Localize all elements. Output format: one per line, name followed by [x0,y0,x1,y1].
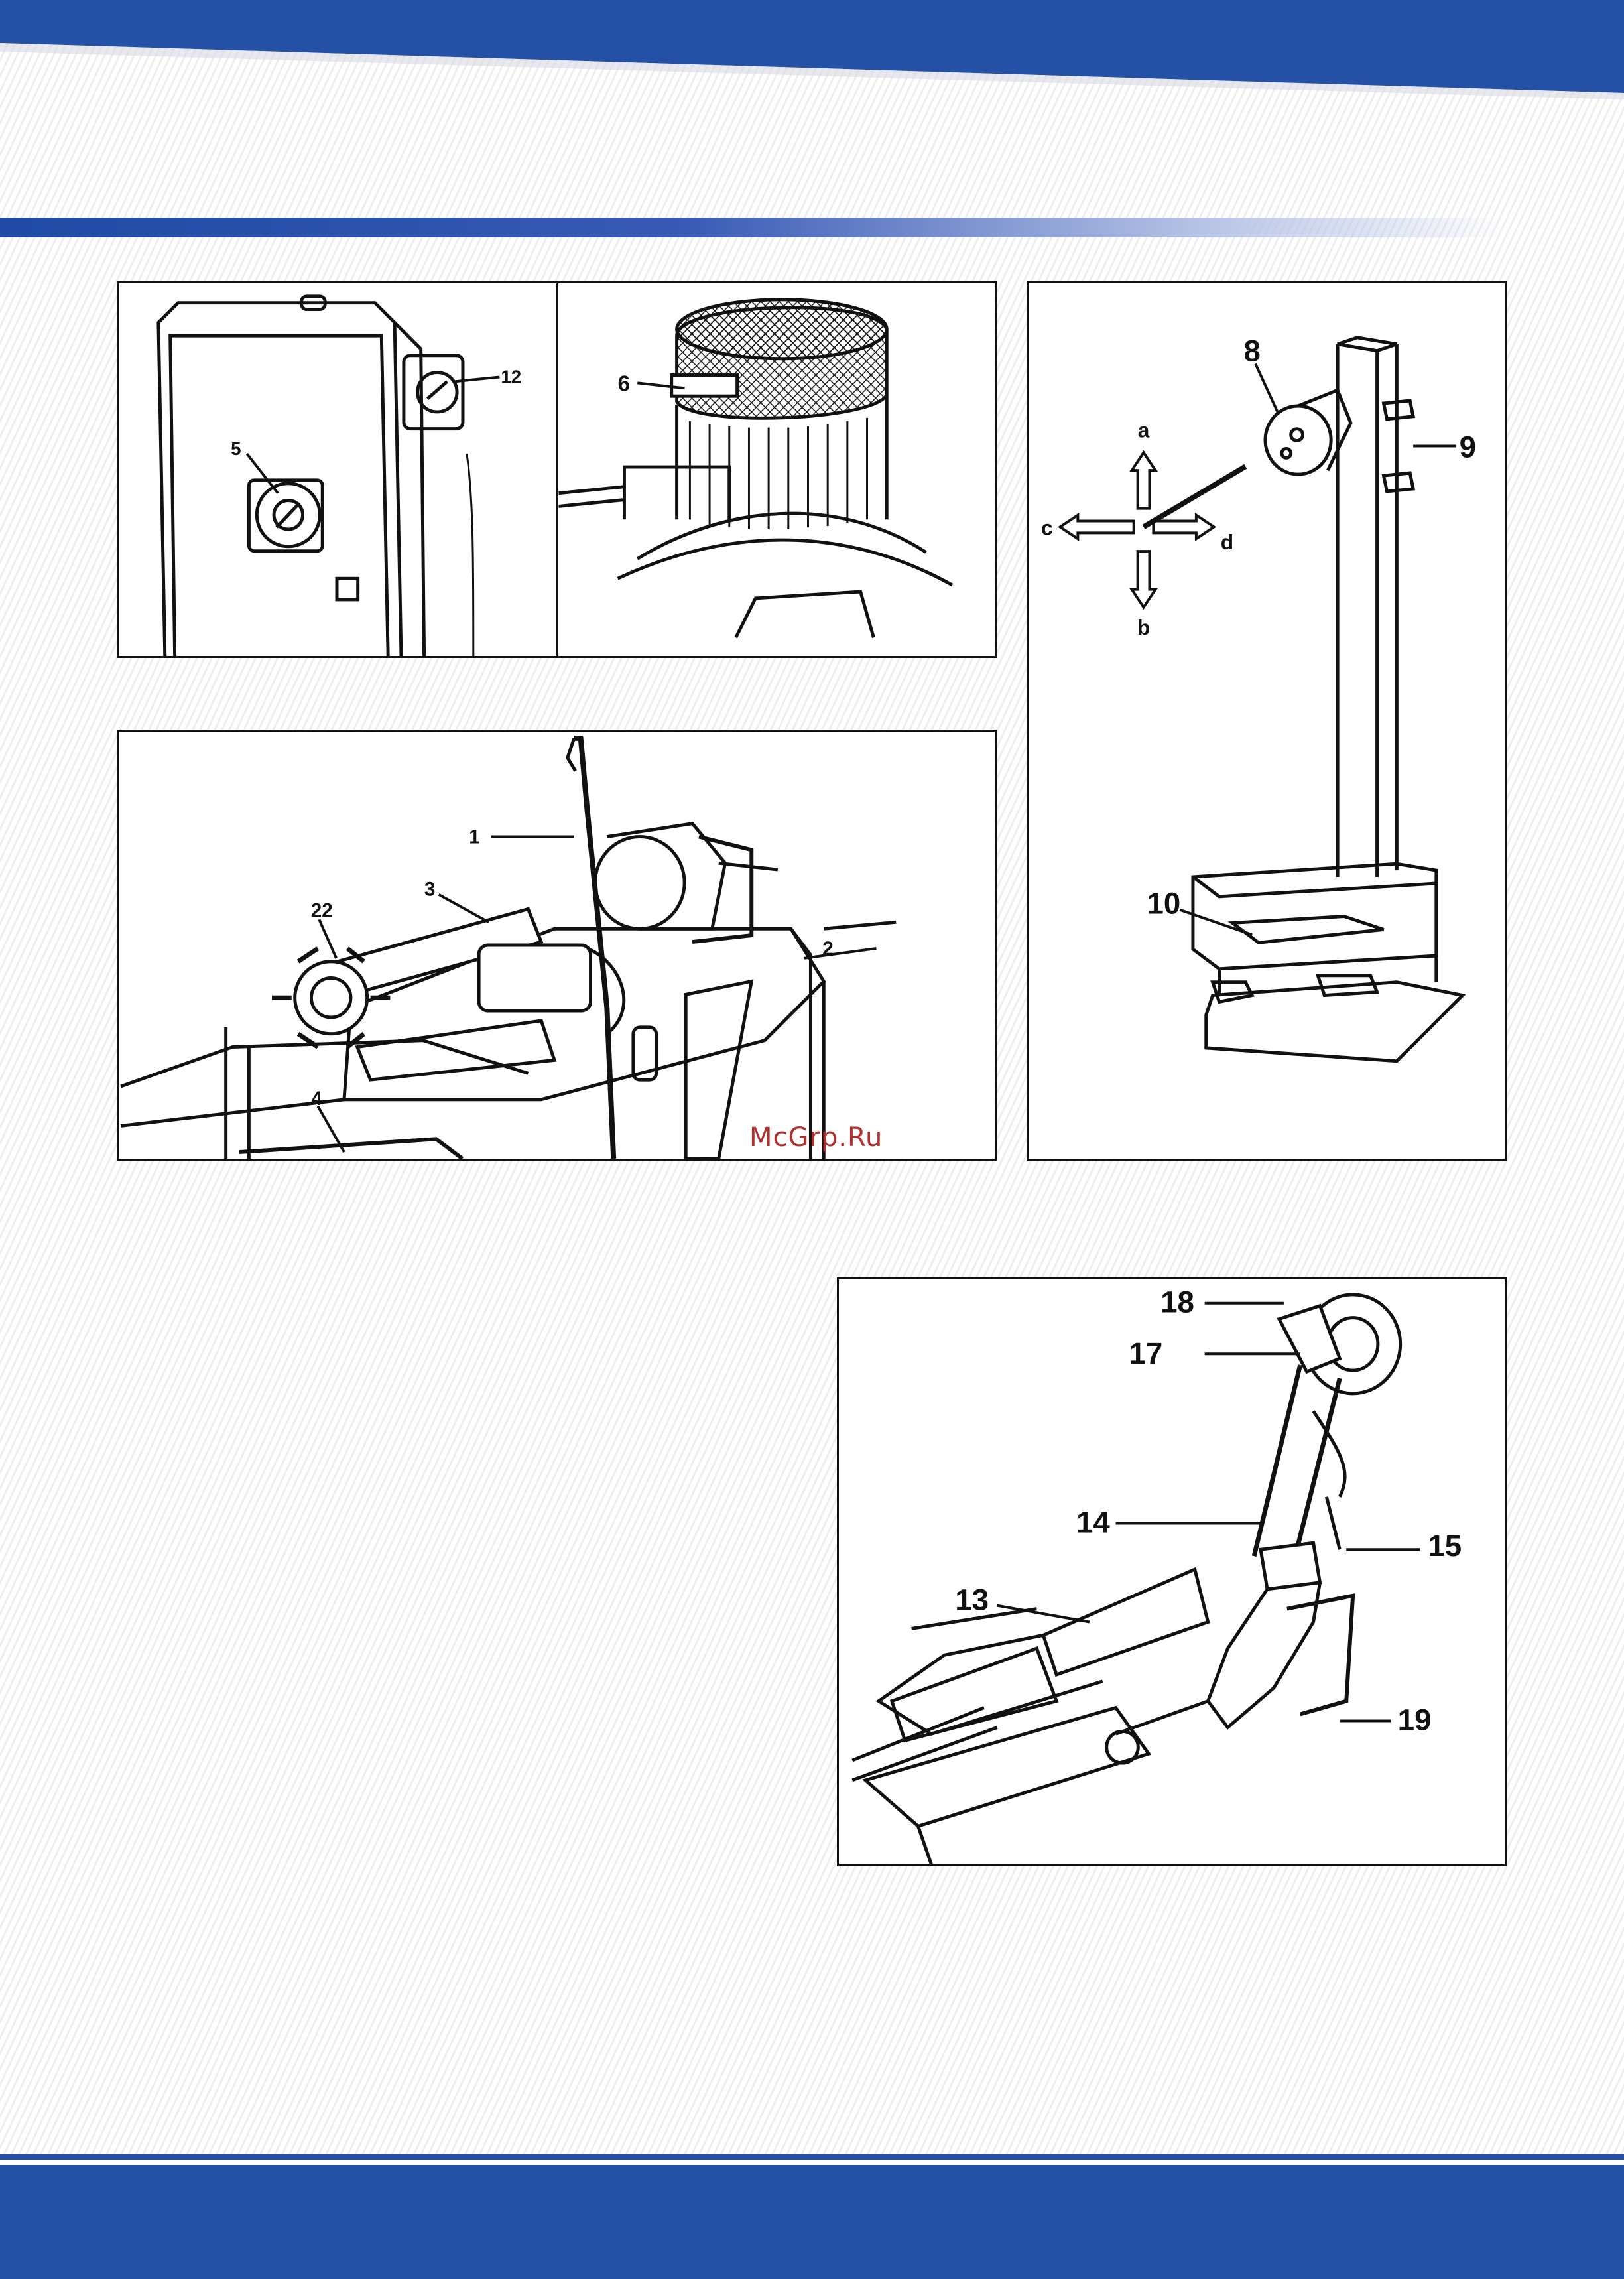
watermark: McGrp.Ru [749,1122,883,1153]
callout-13: 13 [955,1583,989,1617]
pedestal-callouts: 8 9 10 a b c d [1029,283,1505,1159]
callout-2: 2 [822,938,834,960]
helper-arm-callouts: 18 17 14 15 13 19 [839,1279,1505,1864]
callout-4: 4 [311,1088,322,1110]
figure-motor: 6 [556,281,997,658]
callout-15: 15 [1428,1529,1462,1563]
callout-3: 3 [424,879,436,901]
figure-control-box: 5 12 [117,281,558,658]
footer-band [0,2154,1624,2279]
bead-breaker-callouts: 1 2 3 4 22 [119,732,995,1159]
callout-5: 5 [231,438,241,459]
callout-10: 10 [1147,887,1181,921]
callout-17: 17 [1129,1336,1162,1370]
callout-22: 22 [311,899,333,921]
callout-19: 19 [1398,1703,1432,1736]
callout-18: 18 [1160,1285,1194,1319]
section-rule [0,218,1505,237]
figure-bead-breaker: 1 2 3 4 22 [117,730,997,1161]
footer-rule [0,2160,1624,2165]
callout-14: 14 [1076,1505,1110,1539]
callout-1: 1 [469,826,480,848]
motor-callouts: 6 [558,283,995,656]
direction-b: b [1137,616,1150,639]
control-box-callouts: 5 12 [119,283,556,656]
figure-helper-arm: 18 17 14 15 13 19 [837,1277,1507,1866]
figure-pedestal: 8 9 10 a b c d [1027,281,1507,1161]
callout-8: 8 [1243,334,1260,368]
callout-6: 6 [618,371,631,396]
direction-d: d [1221,530,1233,554]
callout-12: 12 [501,366,521,387]
header-band [0,0,1624,139]
direction-c: c [1041,515,1053,539]
direction-a: a [1138,419,1150,442]
callout-9: 9 [1460,430,1476,464]
